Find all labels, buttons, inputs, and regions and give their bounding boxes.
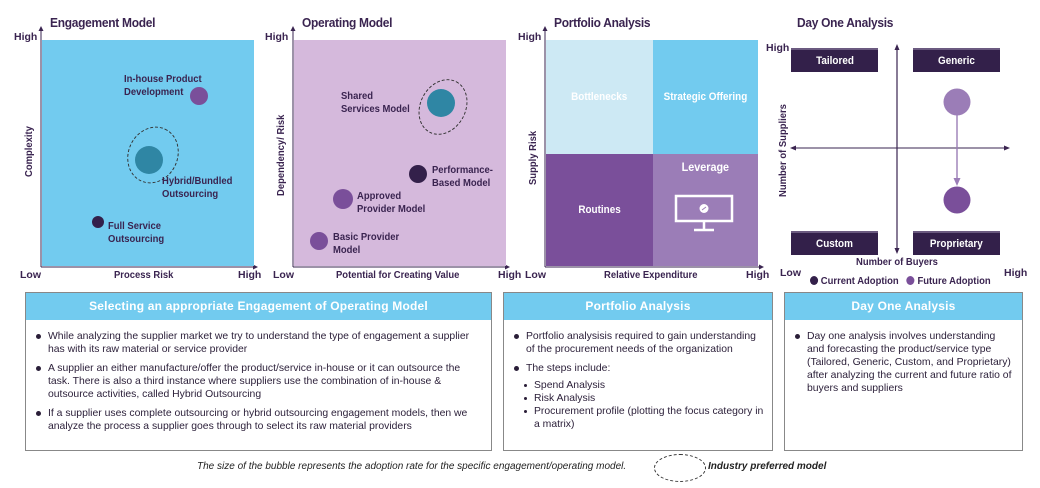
quadrant-generic: Generic [913, 48, 1000, 72]
label-basic-provider-model: Basic Provider Model [333, 231, 400, 256]
bullet: A supplier an either manufacture/offer t… [36, 362, 483, 401]
quadrant-strategic-offering: Strategic Offering [653, 40, 758, 154]
label-shared-services-model: Shared Services Model [341, 90, 410, 115]
adoption-legend: Current Adoption Future Adoption [810, 275, 991, 287]
footer-note: The size of the bubble represents the ad… [197, 461, 627, 472]
x-axis-low-label: Low [780, 267, 801, 279]
portfolio-axes [542, 26, 764, 270]
bubble-hybrid-bundled-outsourcing [135, 146, 163, 174]
y-axis-high-label: High [766, 42, 790, 54]
bullet: Day one analysis involves understanding … [795, 330, 1014, 395]
bubble-basic-provider-model [310, 232, 328, 250]
y-axis-label: Dependency/ Risk [275, 114, 287, 196]
sub-bullet: Spend Analysis [514, 379, 764, 392]
current-adoption-dot [810, 276, 819, 285]
quadrant-label: Bottlenecks [571, 91, 628, 103]
bullet: While analyzing the supplier market we t… [36, 330, 483, 356]
operating-axes [290, 26, 510, 270]
bubble-in-house-product-development [190, 87, 208, 105]
y-axis-high-label: High [14, 31, 38, 43]
x-axis-high-label: High [1004, 267, 1028, 279]
label-full-service-outsourcing: Full Service Outsourcing [108, 220, 165, 245]
future-adoption-dot [906, 276, 915, 285]
quadrant-tailored: Tailored [791, 48, 878, 72]
sub-bullet: Procurement profile (plotting the focus … [514, 405, 764, 431]
bubble-performance-based-model [409, 165, 427, 183]
x-axis-low-label: Low [20, 269, 41, 281]
label-in-house-product-development: In-house Product Development [124, 73, 202, 98]
y-axis-high-label: High [265, 31, 289, 43]
day-one-description-box: Day One Analysis Day one analysis involv… [784, 292, 1023, 451]
industry-preferred-legend-icon [654, 454, 706, 482]
quadrant-custom: Custom [791, 231, 878, 255]
label-hybrid-bundled-outsourcing: Hybrid/Bundled Outsourcing [162, 175, 233, 200]
x-axis-low-label: Low [525, 269, 546, 281]
x-axis-label: Relative Expenditure [604, 269, 698, 281]
label-performance-based-model: Performance- Based Model [432, 164, 493, 189]
bullet: If a supplier uses complete outsourcing … [36, 407, 483, 433]
quadrant-routines: Routines [546, 154, 653, 266]
y-axis-label: Number of Suppliers [777, 104, 789, 197]
quadrant-proprietary: Proprietary [913, 231, 1000, 255]
sub-bullet: Risk Analysis [514, 392, 764, 405]
day-one-analysis-title: Day One Analysis [797, 15, 894, 30]
operating-plot-area: Shared Services Model Performance- Based… [294, 40, 506, 266]
y-axis-label: Supply Risk [527, 130, 539, 185]
legend-future-adoption: Future Adoption [906, 275, 991, 287]
engagement-model-title: Engagement Model [50, 15, 156, 30]
industry-preferred-legend-label: Industry preferred model [708, 461, 827, 472]
day-one-axes [790, 44, 1010, 254]
quadrant-label: Routines [578, 204, 621, 216]
portfolio-analysis-title: Portfolio Analysis [554, 15, 651, 30]
engagement-plot-area: In-house Product Development Hybrid/Bund… [42, 40, 254, 266]
future-adoption-bubble [943, 186, 971, 214]
box-header: Day One Analysis [785, 293, 1022, 320]
bullet: The steps include: [514, 362, 764, 375]
box-header: Portfolio Analysis [504, 293, 772, 320]
bubble-shared-services-model [427, 89, 455, 117]
y-axis-high-label: High [518, 31, 542, 43]
x-axis-high-label: High [746, 269, 770, 281]
x-axis-high-label: High [498, 269, 522, 281]
bubble-approved-provider-model [333, 189, 353, 209]
engagement-axes [38, 26, 258, 270]
x-axis-high-label: High [238, 269, 262, 281]
legend-current-adoption: Current Adoption [810, 275, 899, 287]
x-axis-label: Number of Buyers [856, 256, 938, 268]
x-axis-label: Potential for Creating Value [336, 269, 460, 281]
portfolio-description-box: Portfolio Analysis Portfolio analysisis … [503, 292, 773, 451]
bullet: Portfolio analysisis required to gain un… [514, 330, 764, 356]
operating-model-title: Operating Model [302, 15, 393, 30]
box-header: Selecting an appropriate Engagement of O… [26, 293, 491, 320]
quadrant-label: Strategic Offering [663, 91, 748, 103]
x-axis-label: Process Risk [114, 269, 174, 281]
monitor-icon [674, 194, 734, 232]
label-approved-provider-model: Approved Provider Model [357, 190, 426, 215]
quadrant-bottlenecks: Bottlenecks [546, 40, 653, 154]
quadrant-label: Leverage [681, 160, 730, 174]
current-adoption-bubble [943, 88, 971, 116]
engagement-description-box: Selecting an appropriate Engagement of O… [25, 292, 492, 451]
x-axis-low-label: Low [273, 269, 294, 281]
y-axis-label: Complexity [23, 126, 35, 177]
bubble-full-service-outsourcing [92, 216, 104, 228]
